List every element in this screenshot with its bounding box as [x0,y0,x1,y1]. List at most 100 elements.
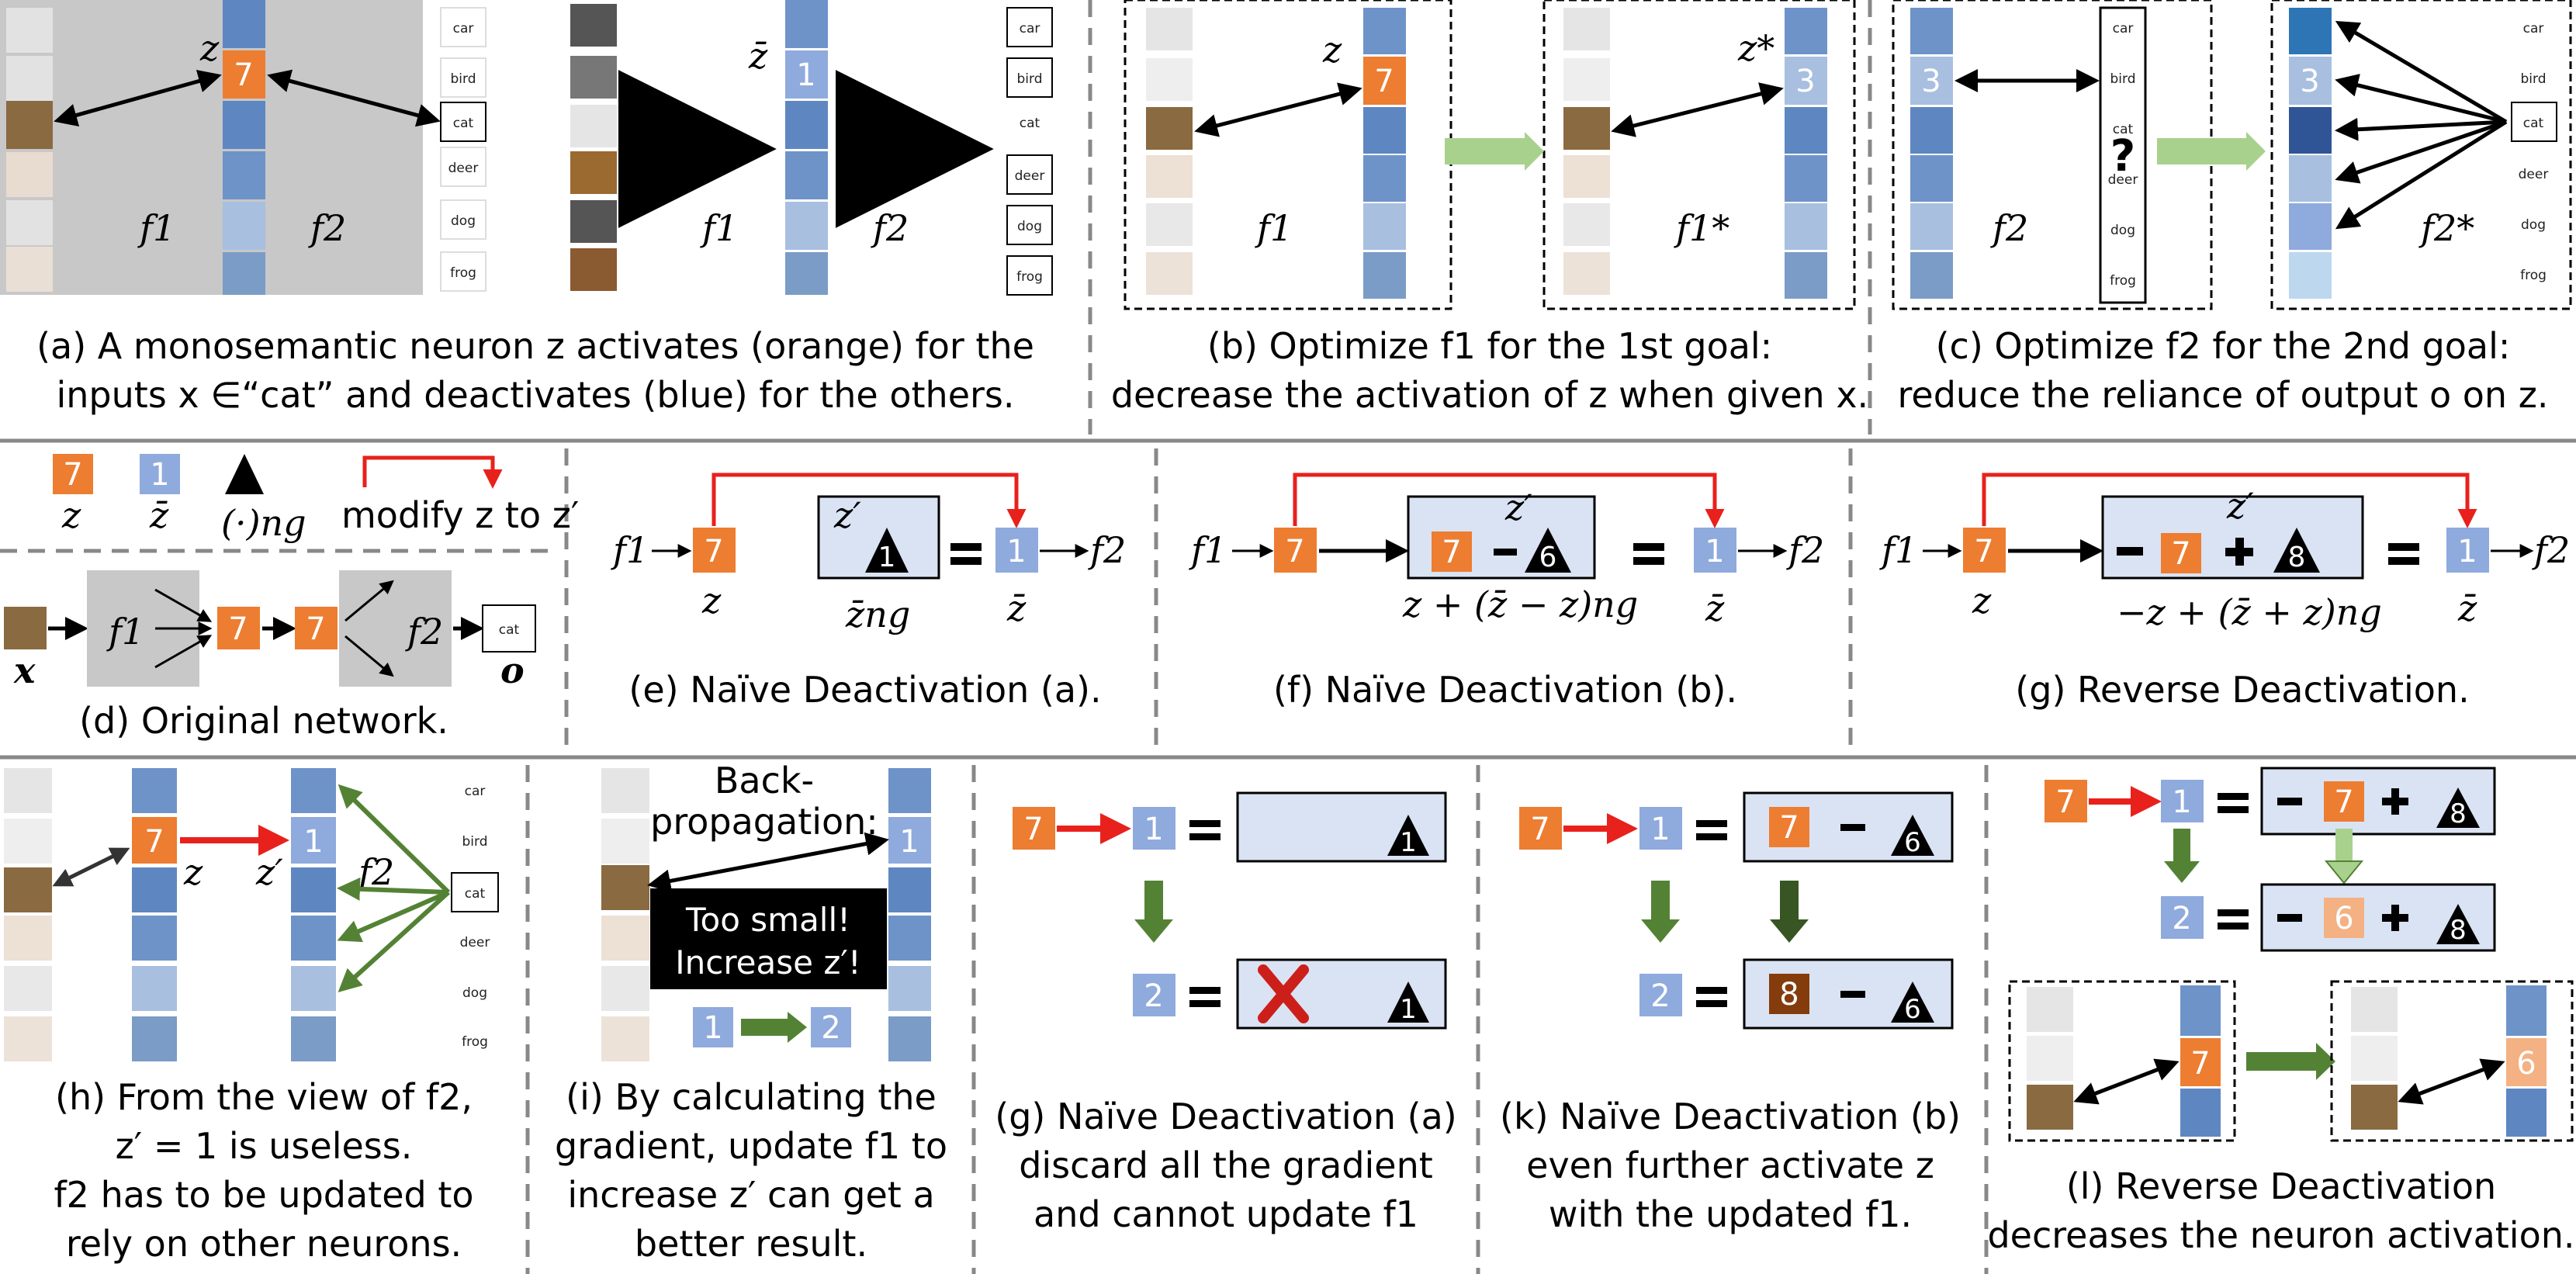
svg-text:f1: f1 [106,611,144,653]
svg-text:z′: z′ [255,851,283,893]
svg-text:z̄ng: z̄ng [845,594,910,635]
svg-text:f1: f1 [1879,529,1917,571]
panel-b: 7 z f1 3 z* f1* (b) Optimize f1 for the … [1111,0,1868,416]
svg-text:increase z′ can get a: increase z′ can get a [567,1174,934,1216]
svg-text:7: 7 [1974,534,1993,569]
svg-text:(i) By calculating the: (i) By calculating the [566,1076,937,1118]
svg-text:7: 7 [2334,784,2353,820]
svg-text:f2: f2 [405,611,443,653]
panel-c: 3 f2 car bird cat deer dog frog ? 3 car … [1892,0,2572,416]
svg-text:1: 1 [1400,827,1417,858]
image-column [6,8,53,292]
svg-text:z′: z′ [1504,486,1532,528]
svg-text:7: 7 [1442,535,1461,570]
svg-text:6: 6 [2334,901,2353,936]
svg-text:deer: deer [2519,167,2549,182]
svg-text:3: 3 [2300,64,2319,99]
panel-h: 7 z z′ 1 f2 car bird cat deer dog frog [4,768,499,1265]
svg-text:better result.: better result. [635,1223,867,1265]
svg-text:2: 2 [2172,901,2191,936]
arrow-b2 [1611,82,1784,137]
f2-label-2: f2 [871,207,909,249]
svg-text:7: 7 [1779,810,1799,846]
svg-text:frog: frog [2110,273,2136,289]
warning-box [650,888,887,989]
svg-text:dog: dog [2521,217,2546,233]
class-labels-a2: car bird cat deer dog frog [1006,7,1053,296]
svg-text:f2: f2 [2532,529,2570,571]
caption-a-line2: inputs x ∈“cat” and deactivates (blue) f… [57,374,1015,416]
svg-text:6: 6 [1539,542,1557,573]
svg-text:(l) Reverse Deactivation: (l) Reverse Deactivation [2066,1165,2496,1207]
svg-text:(k) Naïve Deactivation (b): (k) Naïve Deactivation (b) [1500,1096,1961,1137]
svg-text:f2: f2 [356,851,394,893]
svg-text:7: 7 [2171,536,2190,572]
modify-arrow [362,455,503,489]
svg-text:deer: deer [460,935,490,950]
panel-g2: 7 1 1 2 1 (g) Naïve Deactivation (a) dis… [995,791,1457,1235]
svg-text:cat: cat [2113,122,2134,137]
svg-text:Too small!: Too small! [685,901,850,939]
svg-text:z̄: z̄ [149,494,169,536]
svg-text:modify z to z′: modify z to z′ [341,494,579,536]
svg-text:cat: cat [1020,116,1040,131]
svg-text:2: 2 [821,1010,840,1046]
svg-text:frog: frog [450,265,476,281]
svg-text:bird: bird [2110,71,2136,87]
svg-text:Back-: Back- [715,760,814,801]
panel-e: f1 7 z′ 1 1 f2 z z̄ng z̄ (e) Naïve Deact… [611,473,1126,711]
svg-text:f2: f2 [1990,207,2028,249]
svg-text:and cannot update f1: and cannot update f1 [1034,1193,1418,1235]
arrow-z-cat [267,69,441,127]
svg-text:−z + (z̄ + z)ng: −z + (z̄ + z)ng [2117,591,2382,633]
svg-text:7: 7 [306,611,325,647]
svg-text:z̄: z̄ [1006,587,1027,629]
caption-c-line2: reduce the reliance of output o on z. [1898,374,2549,416]
f1-label-b: f1 [1255,207,1293,249]
svg-text:3: 3 [1921,64,1941,99]
svg-text:dog: dog [1017,219,1042,234]
svg-text:1: 1 [303,824,323,860]
svg-text:x: x [13,649,36,691]
f1star-label: f1* [1674,207,1729,249]
zbar-label: z̄ [748,35,768,77]
cat-image [6,101,53,149]
svg-text:1: 1 [1006,534,1026,569]
svg-text:7: 7 [704,534,723,569]
svg-text:even further activate z: even further activate z [1526,1144,1934,1186]
svg-text:gradient, update f1 to: gradient, update f1 to [555,1125,947,1167]
panel-f: f1 7 z′ 7 6 1 f2 z + (z̄ − z)ng z̄ (f) N… [1189,473,1824,711]
svg-text:1: 1 [2172,784,2191,820]
svg-text:(·)ng: (·)ng [221,502,306,544]
caption-g: (g) Reverse Deactivation. [2015,669,2469,711]
svg-text:z′: z′ [2226,485,2254,527]
panel-i: 1 Back- propagation: Too small! Increase… [555,760,947,1265]
svg-text:propagation:: propagation: [650,801,878,843]
svg-text:deer: deer [2108,172,2138,188]
svg-text:bird: bird [451,71,476,87]
svg-text:1: 1 [150,457,169,493]
svg-text:dog: dog [462,985,487,1001]
panel-l: 7 1 7 8 2 6 8 7 [1987,767,2575,1256]
svg-text:bird: bird [462,834,488,850]
network-bg [0,0,423,295]
svg-text:frog: frog [2520,268,2547,283]
svg-text:z′: z′ [833,494,861,536]
svg-text:1: 1 [1400,994,1417,1025]
svg-text:1: 1 [878,542,896,573]
triangle-icon [225,454,264,494]
question-icon: ? [2110,131,2135,182]
svg-text:7: 7 [63,457,82,493]
svg-text:decreases the neuron activatio: decreases the neuron activation. [1987,1214,2574,1256]
arrows-c [2335,20,2508,230]
svg-text:z: z [183,851,203,893]
svg-text:cat: cat [499,622,520,638]
svg-text:1: 1 [1144,812,1163,847]
svg-text:f2*: f2* [2418,207,2474,249]
z-label: z [199,27,220,69]
caption-a-line1: (a) A monosemantic neuron z activates (o… [36,325,1034,367]
svg-text:2: 2 [1650,978,1670,1014]
svg-text:deer: deer [1015,168,1045,184]
svg-text:f2 has to be updated to: f2 has to be updated to [54,1174,473,1216]
